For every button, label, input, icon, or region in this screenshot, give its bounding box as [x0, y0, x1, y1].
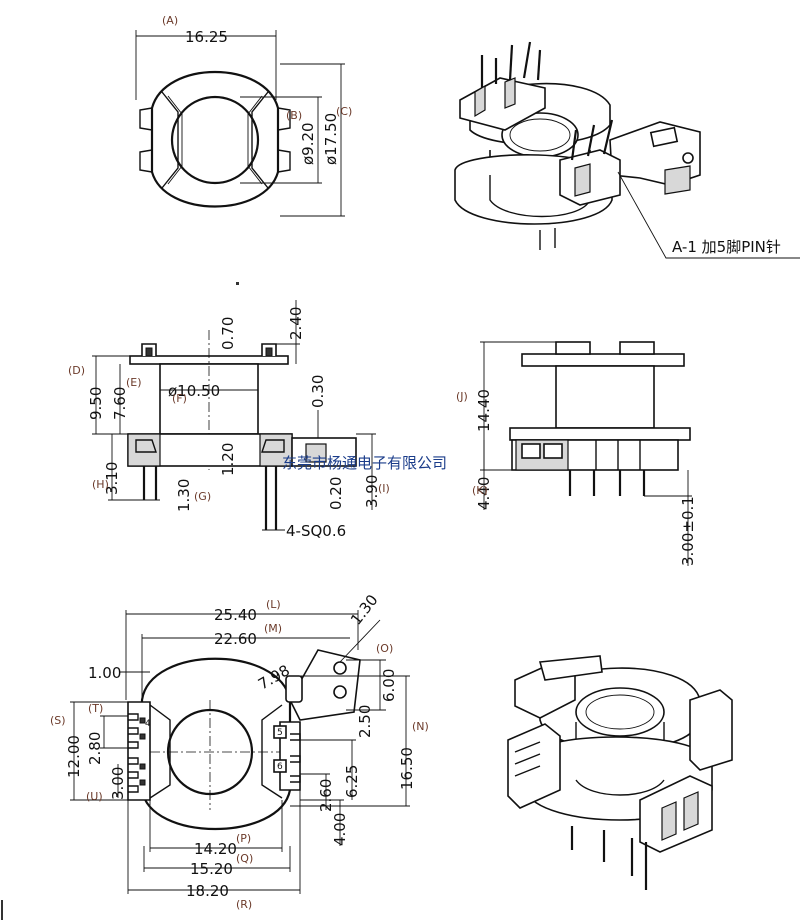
pin-5-label: 5	[277, 728, 283, 738]
front-pin-len-tag: (H)	[92, 478, 109, 491]
side-base: 4.40	[475, 477, 493, 510]
bottom-left-total: 12.00	[65, 735, 83, 778]
side-base-tag: (K)	[472, 484, 488, 497]
front-gap: 0.30	[309, 375, 327, 408]
bottom-overall-tag: (L)	[266, 598, 281, 611]
bottom-slot-off: 2.50	[356, 705, 374, 738]
bottom-slot: 6.00	[380, 669, 398, 702]
bottom-left-mid: 3.00	[109, 767, 127, 800]
bottom-overall: 25.40	[214, 606, 257, 624]
dim-a-tag: (A)	[162, 14, 178, 27]
dim-c-tag: (C)	[336, 105, 352, 118]
bottom-hole: 1.30	[347, 591, 382, 628]
side-height: 14.40	[475, 389, 493, 432]
bottom-w1: 14.20	[194, 840, 237, 858]
front-total-h: 9.50	[87, 387, 105, 420]
dim-a-value: 16.25	[185, 28, 228, 46]
front-base-h-tag: (I)	[378, 482, 390, 495]
front-pin-pitch: 1.30	[175, 479, 193, 512]
bottom-right-mid: 6.25	[343, 765, 361, 798]
front-base-h: 3.90	[363, 475, 381, 508]
dim-b-tag: (B)	[286, 109, 302, 122]
side-view: 14.40 (J) 4.40 (K) 3.00±0.1	[456, 341, 697, 566]
bottom-view: 4 5 6 25.40 (L) 22.60 (M) 1.30 7.98 (O) …	[50, 591, 429, 911]
bottom-height: 16.50	[398, 747, 416, 790]
iso-note: A-1 加5脚PIN针	[672, 238, 781, 256]
front-view: ø10.50 (F) 9.50 (D) 7.60 (E) 0.70 2.40 0…	[68, 300, 390, 540]
iso-view-top: A-1 加5脚PIN针	[454, 41, 800, 259]
front-body-h-tag: (E)	[126, 376, 142, 389]
front-pin-pitch-tag: (G)	[194, 490, 211, 503]
front-total-h-tag: (D)	[68, 364, 85, 377]
front-core-dia: ø10.50	[168, 382, 220, 400]
iso-view-bottom	[507, 655, 733, 890]
side-height-tag: (J)	[456, 390, 468, 403]
dim-b-value: ø9.20	[299, 122, 317, 165]
bottom-w3-tag: (R)	[236, 898, 252, 911]
pin-6-label: 6	[277, 762, 283, 772]
bottom-right-low: 4.00	[331, 813, 349, 846]
front-top-offset: 2.40	[287, 307, 305, 340]
side-pin: 3.00±0.1	[679, 496, 697, 566]
bottom-left-mid-tag: (U)	[86, 790, 103, 803]
bottom-left-pitch-tag: (T)	[88, 702, 103, 715]
pin-4-label: 4	[145, 719, 151, 729]
front-body-h: 7.60	[111, 387, 129, 420]
bottom-left-total-tag: (S)	[50, 714, 66, 727]
bottom-height-tag: (N)	[412, 720, 429, 733]
stray-dot	[236, 282, 239, 285]
bottom-o-tag: (O)	[376, 642, 393, 655]
front-flange-top: 0.70	[219, 317, 237, 350]
front-pin-sq: 4-SQ0.6	[286, 522, 346, 540]
front-small: 0.20	[327, 477, 345, 510]
bottom-right-pitch: 2.60	[317, 779, 335, 812]
bottom-left-pitch: 2.80	[86, 732, 104, 765]
bottom-w2-tag: (Q)	[236, 852, 253, 865]
bottom-inner-tag: (M)	[264, 622, 282, 635]
dim-c-value: ø17.50	[322, 113, 340, 165]
front-core-dia-tag: (F)	[172, 392, 187, 405]
bottom-w1-tag: (P)	[236, 832, 251, 845]
company-watermark: 东莞市杨通电子有限公司	[282, 454, 447, 472]
bottom-w3: 18.20	[186, 882, 229, 900]
front-pin-len: 3.10	[103, 462, 121, 495]
bottom-w2: 15.20	[190, 860, 233, 878]
top-view: 16.25 (A) ø9.20 (B) ø17.50 (C)	[135, 14, 352, 217]
front-mid: 1.20	[219, 443, 237, 476]
bottom-left-off: 1.00	[88, 664, 121, 682]
bottom-inner: 22.60	[214, 630, 257, 648]
